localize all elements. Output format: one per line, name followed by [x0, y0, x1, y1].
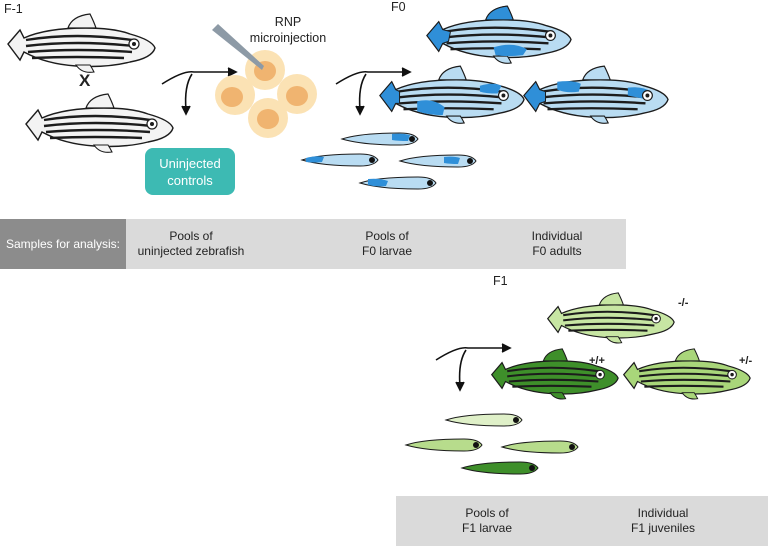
sample-cell-line1: Pools of [465, 506, 509, 520]
injection-label: RNP microinjection [228, 14, 348, 46]
sample-cell-f1-juveniles: Individual F1 juveniles [608, 506, 718, 536]
sample-cell-f1-larvae: Pools of F1 larvae [432, 506, 542, 536]
f1-larva-3 [501, 440, 579, 454]
sample-cell-line2: F1 larvae [461, 521, 513, 535]
uninjected-line1: Uninjected [159, 155, 221, 171]
genotype-label-wildtype: +/+ [589, 355, 605, 367]
f0-larva-3 [399, 154, 477, 168]
uninjected-controls-box: Uninjected controls [145, 148, 235, 195]
needle-icon [212, 24, 264, 70]
sample-cell-line2: F0 larvae [361, 244, 413, 258]
sample-cell-line1: Pools of [365, 229, 409, 243]
f0-larva-1 [341, 132, 419, 146]
f1-fish-homozygous [547, 292, 675, 344]
sample-cell-line1: Pools of [169, 229, 213, 243]
f0-adult-1 [426, 5, 572, 65]
genotype-label-homozygous: -/- [678, 297, 689, 309]
generation-label-f0: F0 [391, 0, 406, 14]
sample-cell-f0-adults: Individual F0 adults [502, 229, 612, 259]
sample-cell-line1: Individual [637, 506, 689, 520]
sample-cell-line2: F1 juveniles [630, 521, 696, 535]
samples-bar-header: Samples for analysis: [0, 219, 126, 269]
f1-larva-4 [461, 461, 539, 475]
f0-adult-2 [379, 65, 525, 125]
injected-embryos [212, 24, 317, 138]
f0-larva-4 [359, 176, 437, 190]
sample-cell-uninjected: Pools of uninjected zebrafish [126, 229, 256, 259]
f1-fish-heterozygous [623, 348, 751, 400]
samples-bar-bottom [396, 496, 768, 546]
parent-fish-top [7, 13, 156, 74]
f0-adult-3 [523, 65, 669, 125]
sample-cell-f0-larvae: Pools of F0 larvae [332, 229, 442, 259]
cross-symbol: X [79, 71, 91, 90]
f0-larva-2 [301, 153, 379, 167]
generation-label-f1: F1 [493, 274, 508, 288]
injection-label-line1: RNP [274, 15, 302, 29]
sample-cell-line2: F0 adults [532, 244, 582, 258]
f1-larva-2 [405, 438, 483, 452]
sample-cell-line1: Individual [531, 229, 583, 243]
sample-cell-line2: uninjected zebrafish [137, 244, 245, 258]
uninjected-line2: controls [167, 172, 213, 188]
generation-label-f-minus-1: F-1 [4, 2, 23, 16]
genotype-label-heterozygous: +/- [739, 355, 753, 367]
f1-larva-1 [445, 413, 523, 427]
parent-fish-bottom [25, 93, 174, 154]
injection-label-line2: microinjection [249, 31, 327, 45]
